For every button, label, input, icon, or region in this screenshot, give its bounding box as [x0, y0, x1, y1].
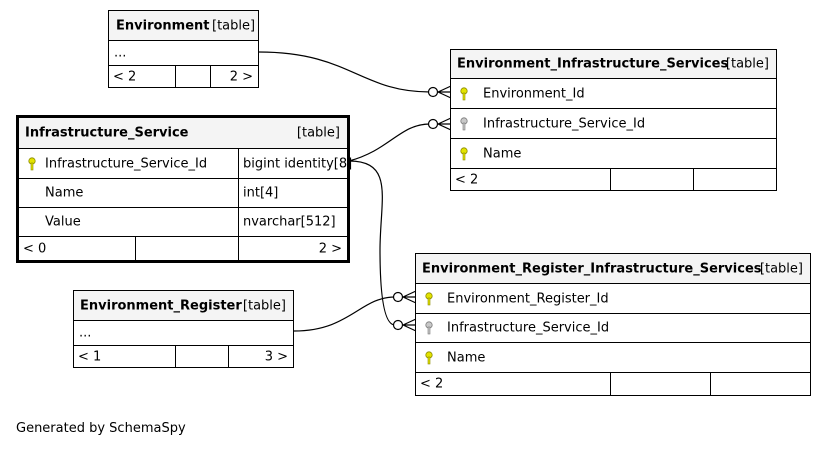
column-name: Infrastructure_Service_Id [45, 156, 208, 171]
children-count[interactable]: 2 > [229, 69, 253, 85]
column-name: Name [483, 146, 522, 161]
columns-placeholder-row: ... [109, 40, 258, 65]
columns-placeholder: ... [79, 325, 92, 341]
primary-key-icon [425, 350, 433, 364]
crowfoot [402, 318, 417, 332]
foreign-key-icon [460, 116, 468, 130]
table-header[interactable]: Environment [table] [109, 11, 258, 40]
primary-key-icon [28, 156, 36, 170]
primary-key-icon [425, 291, 433, 305]
children-count[interactable]: 2 > [318, 241, 342, 256]
column-name: Environment_Id [483, 86, 585, 101]
column-row[interactable]: Infrastructure_Service_Id bigint identit… [19, 148, 352, 178]
parents-count[interactable]: < 1 [78, 349, 102, 365]
column-row[interactable]: Infrastructure_Service_Id [451, 108, 776, 138]
crowfoot [437, 85, 452, 99]
foreign-key-icon [425, 321, 433, 335]
column-row[interactable]: Name [451, 138, 776, 168]
columns-placeholder: ... [114, 45, 127, 61]
column-type: int[4] [243, 185, 279, 201]
column-name: Infrastructure_Service_Id [483, 116, 646, 131]
relationship-infra-service-to-env-reg-infra [348, 160, 396, 326]
column-row[interactable]: Name [416, 342, 810, 372]
table-kind: [table] [242, 298, 286, 313]
table-infrastructure-service[interactable]: Infrastructure_Service [table] Infrastru… [16, 115, 352, 263]
relationship-infra-service-to-env-infra [348, 123, 431, 162]
column-type: bigint identity[8] [243, 156, 353, 171]
column-row[interactable]: Name int[4] [19, 178, 347, 207]
table-name: Infrastructure_Service [25, 125, 189, 141]
relationship-environment-to-env-infra [258, 51, 431, 93]
table-footer: < 2 [451, 168, 776, 190]
table-header[interactable]: Environment_Infrastructure_Services [tab… [451, 50, 776, 78]
column-name: Infrastructure_Service_Id [447, 320, 610, 336]
relationship-optional-marker [427, 118, 439, 130]
parents-count[interactable]: < 2 [113, 69, 137, 85]
table-environment-register-infrastructure-services[interactable]: Environment_Register_Infrastructure_Serv… [415, 253, 811, 396]
generated-by-label: Generated by SchemaSpy [16, 421, 186, 436]
parents-count[interactable]: < 2 [455, 172, 479, 187]
table-kind: [table] [725, 56, 769, 72]
table-footer: < 0 2 > [19, 236, 347, 260]
relationship-optional-marker [392, 319, 404, 331]
table-kind: [table] [296, 125, 340, 141]
table-footer: < 2 [416, 372, 810, 395]
parents-count[interactable]: < 0 [23, 241, 47, 256]
table-footer: < 2 2 > [109, 65, 258, 88]
table-kind: [table] [759, 261, 803, 276]
column-name: Environment_Register_Id [447, 291, 609, 306]
column-row[interactable]: Value nvarchar[512] [19, 207, 347, 236]
table-kind: [table] [212, 18, 256, 33]
primary-key-icon [460, 146, 468, 160]
primary-key-icon [460, 86, 468, 100]
table-name: Environment_Register [80, 298, 242, 313]
table-environment-infrastructure-services[interactable]: Environment_Infrastructure_Services [tab… [450, 49, 777, 191]
table-header[interactable]: Environment_Register [table] [74, 291, 293, 320]
table-environment[interactable]: Environment [table] ... < 2 2 > [108, 10, 259, 88]
table-footer: < 1 3 > [74, 345, 293, 368]
parents-count[interactable]: < 2 [420, 376, 444, 392]
column-row[interactable]: Environment_Register_Id [416, 283, 810, 313]
crowfoot [437, 117, 452, 131]
columns-placeholder-row: ... [74, 320, 293, 345]
table-name: Environment [116, 18, 210, 33]
table-name: Environment_Infrastructure_Services [457, 56, 729, 72]
relationship-optional-marker [392, 291, 404, 303]
column-name: Value [45, 214, 81, 230]
column-name: Name [447, 350, 486, 365]
relationship-optional-marker [427, 86, 439, 98]
crowfoot [402, 290, 417, 304]
column-name: Name [45, 185, 84, 201]
relationship-env-register-to-env-reg-infra [293, 296, 396, 332]
table-header[interactable]: Environment_Register_Infrastructure_Serv… [416, 254, 810, 283]
children-count[interactable]: 3 > [264, 349, 288, 365]
column-row[interactable]: Environment_Id [451, 78, 776, 108]
column-type: nvarchar[512] [243, 214, 336, 230]
column-row[interactable]: Infrastructure_Service_Id [416, 313, 810, 342]
table-name: Environment_Register_Infrastructure_Serv… [422, 261, 762, 276]
table-header[interactable]: Infrastructure_Service [table] [19, 118, 347, 148]
table-environment-register[interactable]: Environment_Register [table] ... < 1 3 > [73, 290, 294, 368]
